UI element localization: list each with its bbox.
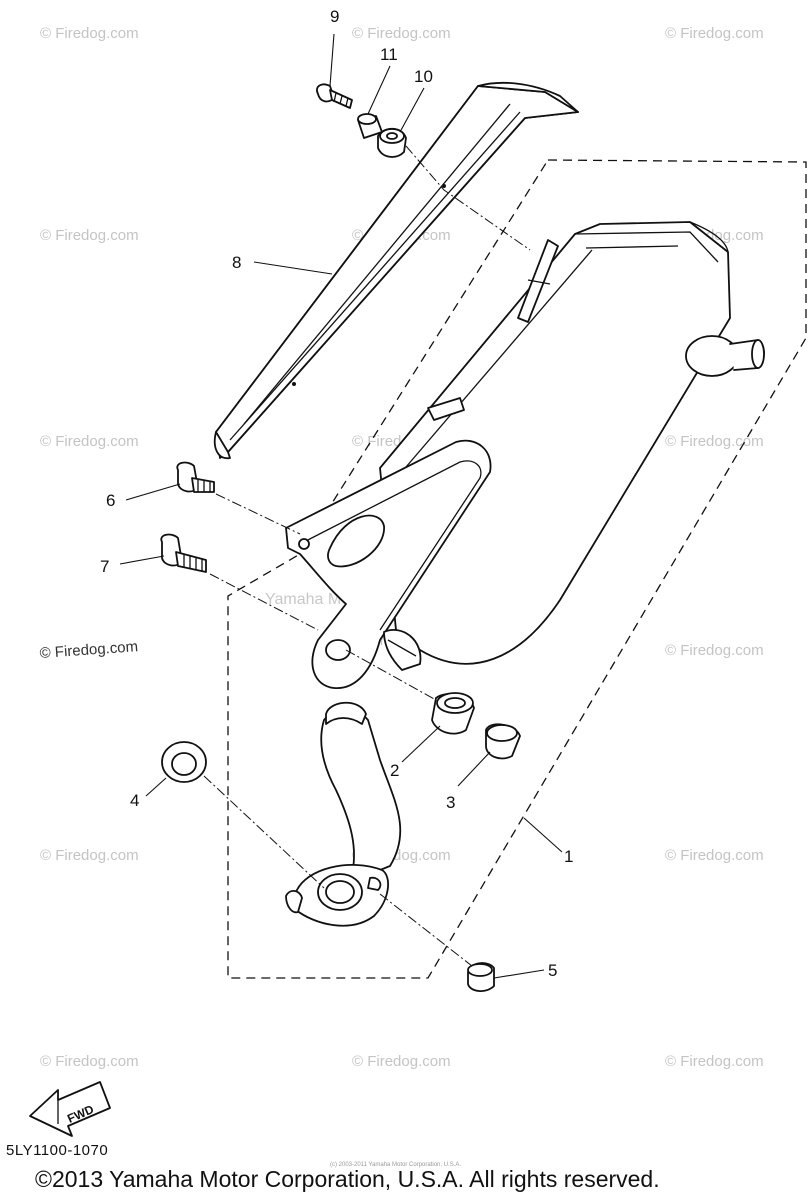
diagram-code: 5LY1100-1070 xyxy=(6,1142,109,1159)
watermark: © Firedog.com xyxy=(665,25,764,42)
callout-2: 2 xyxy=(390,761,399,780)
watermark: © Firedog.com xyxy=(40,227,139,244)
alignment-lines xyxy=(203,145,531,967)
callout-1: 1 xyxy=(564,847,573,866)
nut-5 xyxy=(467,962,495,992)
bolt-7 xyxy=(160,533,207,573)
copyright-notice: ©2013 Yamaha Motor Corporation, U.S.A. A… xyxy=(35,1166,660,1192)
exhaust-pipe xyxy=(285,701,402,927)
watermark: © Firedog.com xyxy=(665,642,764,659)
watermark-dark: © Firedog.com xyxy=(39,638,139,662)
callout-9: 9 xyxy=(330,7,339,26)
watermark: © Firedog.com xyxy=(665,433,764,450)
watermark: © Firedog.com xyxy=(40,1053,139,1070)
callout-8: 8 xyxy=(232,253,241,272)
watermark: © Firedog.com xyxy=(40,433,139,450)
collar-2 xyxy=(431,692,475,735)
leader-lines xyxy=(119,33,563,979)
gasket-4 xyxy=(161,741,207,783)
watermark: © Firedog.com xyxy=(352,1053,451,1070)
tiny-copyright: (c) 2003-2011 Yamaha Motor Corporation, … xyxy=(330,1162,462,1168)
assembly-outline xyxy=(227,159,807,979)
callout-11: 11 xyxy=(380,45,398,64)
callout-10: 10 xyxy=(414,67,433,86)
bolt-9 xyxy=(316,83,353,109)
fwd-arrow: FWD xyxy=(29,1081,111,1137)
spacer-11 xyxy=(357,113,383,139)
bushing-3 xyxy=(485,723,521,760)
watermark: © Firedog.com xyxy=(40,847,139,864)
watermark: © Firedog.com xyxy=(665,1053,764,1070)
callout-3: 3 xyxy=(446,793,455,812)
callouts: 9 11 10 8 6 7 4 2 3 1 5 xyxy=(100,7,573,980)
bolt-6 xyxy=(176,461,215,493)
watermark: © Firedog.com xyxy=(352,25,451,42)
mounting-bracket xyxy=(285,439,492,689)
callout-4: 4 xyxy=(130,791,139,810)
callout-5: 5 xyxy=(548,961,557,980)
watermark: © Firedog.com xyxy=(665,847,764,864)
muffler xyxy=(379,221,765,665)
callout-6: 6 xyxy=(106,491,115,510)
watermark: © Firedog.com xyxy=(40,25,139,42)
heat-shield xyxy=(213,81,579,460)
grommet-10 xyxy=(377,127,407,158)
callout-7: 7 xyxy=(100,557,109,576)
